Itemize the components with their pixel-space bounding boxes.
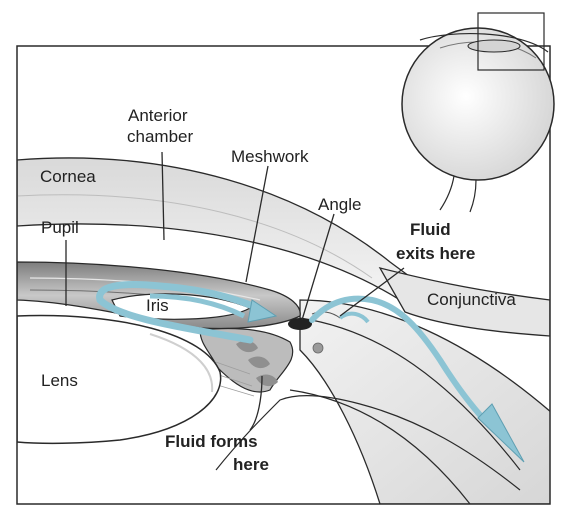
label-fluid-forms-2: here [233, 455, 269, 474]
label-pupil: Pupil [41, 218, 79, 237]
labels: Anterior chamber Meshwork Cornea Angle P… [40, 106, 516, 474]
label-angle: Angle [318, 195, 361, 214]
trabecular-meshwork [288, 318, 312, 330]
sclera [299, 299, 550, 504]
label-iris: Iris [146, 296, 169, 315]
leader-lines [65, 151, 405, 431]
label-conjunctiva: Conjunctiva [427, 290, 516, 309]
fluid-flow-outer [309, 295, 497, 433]
label-lens: Lens [41, 371, 78, 390]
label-meshwork: Meshwork [231, 147, 309, 166]
zoom-box [477, 12, 545, 71]
label-fluid-forms-1: Fluid forms [165, 432, 258, 451]
lens [17, 314, 222, 445]
eye-globe-inset [401, 12, 555, 213]
label-cornea: Cornea [40, 167, 96, 186]
label-anterior-chamber-1: Anterior [128, 106, 188, 125]
fluid-flow-inner [96, 281, 266, 344]
label-fluid-exits-1: Fluid [410, 220, 451, 239]
conjunctiva-layer [378, 267, 550, 337]
fluid-arrow-out [477, 403, 525, 463]
fluid-arrow-to-angle [247, 299, 278, 323]
label-fluid-exits-2: exits here [396, 244, 475, 263]
detail-frame [16, 45, 551, 505]
label-anterior-chamber-2: chamber [127, 127, 193, 146]
